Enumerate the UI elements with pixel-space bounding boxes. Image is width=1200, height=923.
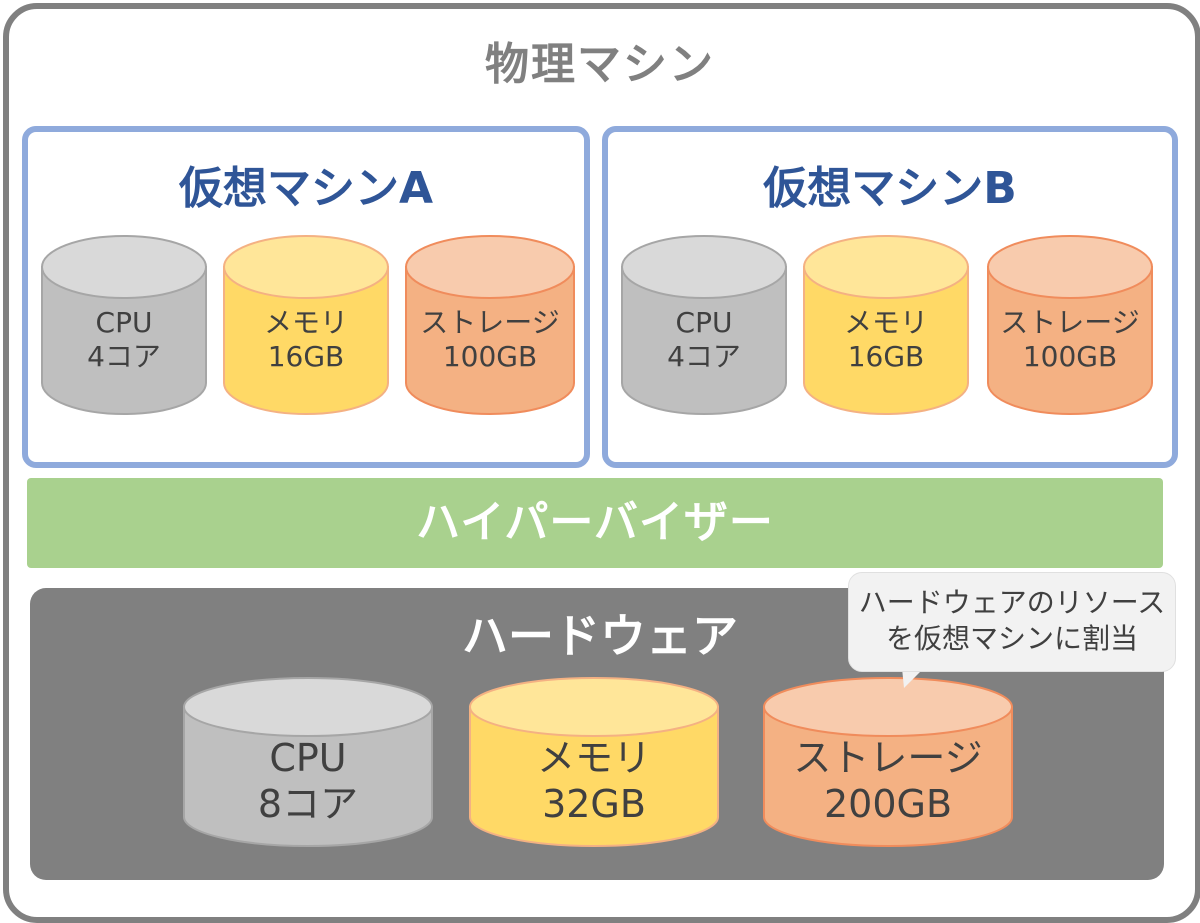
vm-b-memory-label: メモリ — [843, 306, 928, 339]
cpu-cylinder-body — [621, 266, 787, 415]
cpu-cylinder-shape — [41, 235, 207, 415]
hardware-memory-value: 32GB — [542, 781, 646, 826]
vm-b-storage-value: 100GB — [1022, 339, 1118, 373]
hardware-cpu-value: 8コア — [257, 781, 359, 826]
vm-b-memory-cylinder: メモリ 16GB — [802, 234, 970, 416]
vm-b-cpu-cylinder: CPU 4コア — [620, 234, 788, 416]
vm-b-title: 仮想マシンB — [763, 163, 1017, 214]
vm-a-cpu-label: CPU — [95, 306, 153, 339]
vm-b-storage-label: ストレージ — [1000, 306, 1140, 339]
vm-b-cpu-label: CPU — [675, 306, 733, 339]
storage-cylinder-shape — [405, 235, 575, 415]
hardware-storage-cylinder: ストレージ 200GB — [762, 676, 1014, 848]
memory-cylinder-body — [223, 266, 389, 415]
memory-cylinder-top — [803, 235, 969, 299]
vm-b-storage-cylinder: ストレージ 100GB — [986, 234, 1154, 416]
physical-machine-title: 物理マシン — [485, 39, 715, 90]
vm-b-cpu-value: 4コア — [667, 339, 741, 373]
memory-cylinder-shape — [469, 677, 719, 847]
callout-line-2: を仮想マシンに割当 — [885, 622, 1138, 656]
memory-cylinder-shape — [803, 235, 969, 415]
storage-cylinder-top — [987, 235, 1153, 299]
storage-cylinder-top — [763, 677, 1013, 737]
resource-allocation-callout: ハードウェアのリソース を仮想マシンに割当 — [848, 572, 1176, 672]
storage-cylinder-top — [405, 235, 575, 299]
storage-cylinder-body — [987, 266, 1153, 415]
cpu-cylinder-top — [183, 677, 433, 737]
vm-a-memory-cylinder: メモリ 16GB — [222, 234, 390, 416]
cpu-cylinder-top — [41, 235, 207, 299]
hardware-title: ハードウェア — [462, 609, 738, 663]
hardware-storage-value: 200GB — [823, 781, 953, 826]
memory-cylinder-top — [469, 677, 719, 737]
cpu-cylinder-shape — [183, 677, 433, 847]
callout-tail — [902, 668, 924, 688]
hardware-cpu-cylinder: CPU 8コア — [182, 676, 434, 848]
vm-a-memory-value: 16GB — [267, 339, 345, 373]
hardware-storage-label: ストレージ — [793, 736, 983, 780]
storage-cylinder-body — [405, 266, 575, 415]
hardware-memory-cylinder: メモリ 32GB — [468, 676, 720, 848]
vm-b-memory-value: 16GB — [847, 339, 925, 373]
memory-cylinder-body — [803, 266, 969, 415]
vm-a-cpu-value: 4コア — [87, 339, 161, 373]
vm-a-storage-label: ストレージ — [420, 306, 560, 339]
storage-cylinder-shape — [763, 677, 1013, 847]
storage-cylinder-shape — [987, 235, 1153, 415]
vm-a-title: 仮想マシンA — [178, 163, 434, 214]
vm-a-cpu-cylinder: CPU 4コア — [40, 234, 208, 416]
vm-a-memory-label: メモリ — [263, 306, 348, 339]
vm-a-storage-value: 100GB — [442, 339, 538, 373]
callout-line-1: ハードウェアのリソース — [858, 586, 1166, 619]
memory-cylinder-shape — [223, 235, 389, 415]
cpu-cylinder-body — [183, 706, 433, 847]
storage-cylinder-body — [763, 706, 1013, 847]
memory-cylinder-body — [469, 706, 719, 847]
hardware-memory-label: メモリ — [536, 736, 651, 780]
cpu-cylinder-shape — [621, 235, 787, 415]
hardware-cpu-label: CPU — [269, 736, 347, 780]
cpu-cylinder-body — [41, 266, 207, 415]
hypervisor-bar: ハイパーバイザー — [27, 478, 1163, 568]
vm-a-storage-cylinder: ストレージ 100GB — [404, 234, 576, 416]
memory-cylinder-top — [223, 235, 389, 299]
cpu-cylinder-top — [621, 235, 787, 299]
